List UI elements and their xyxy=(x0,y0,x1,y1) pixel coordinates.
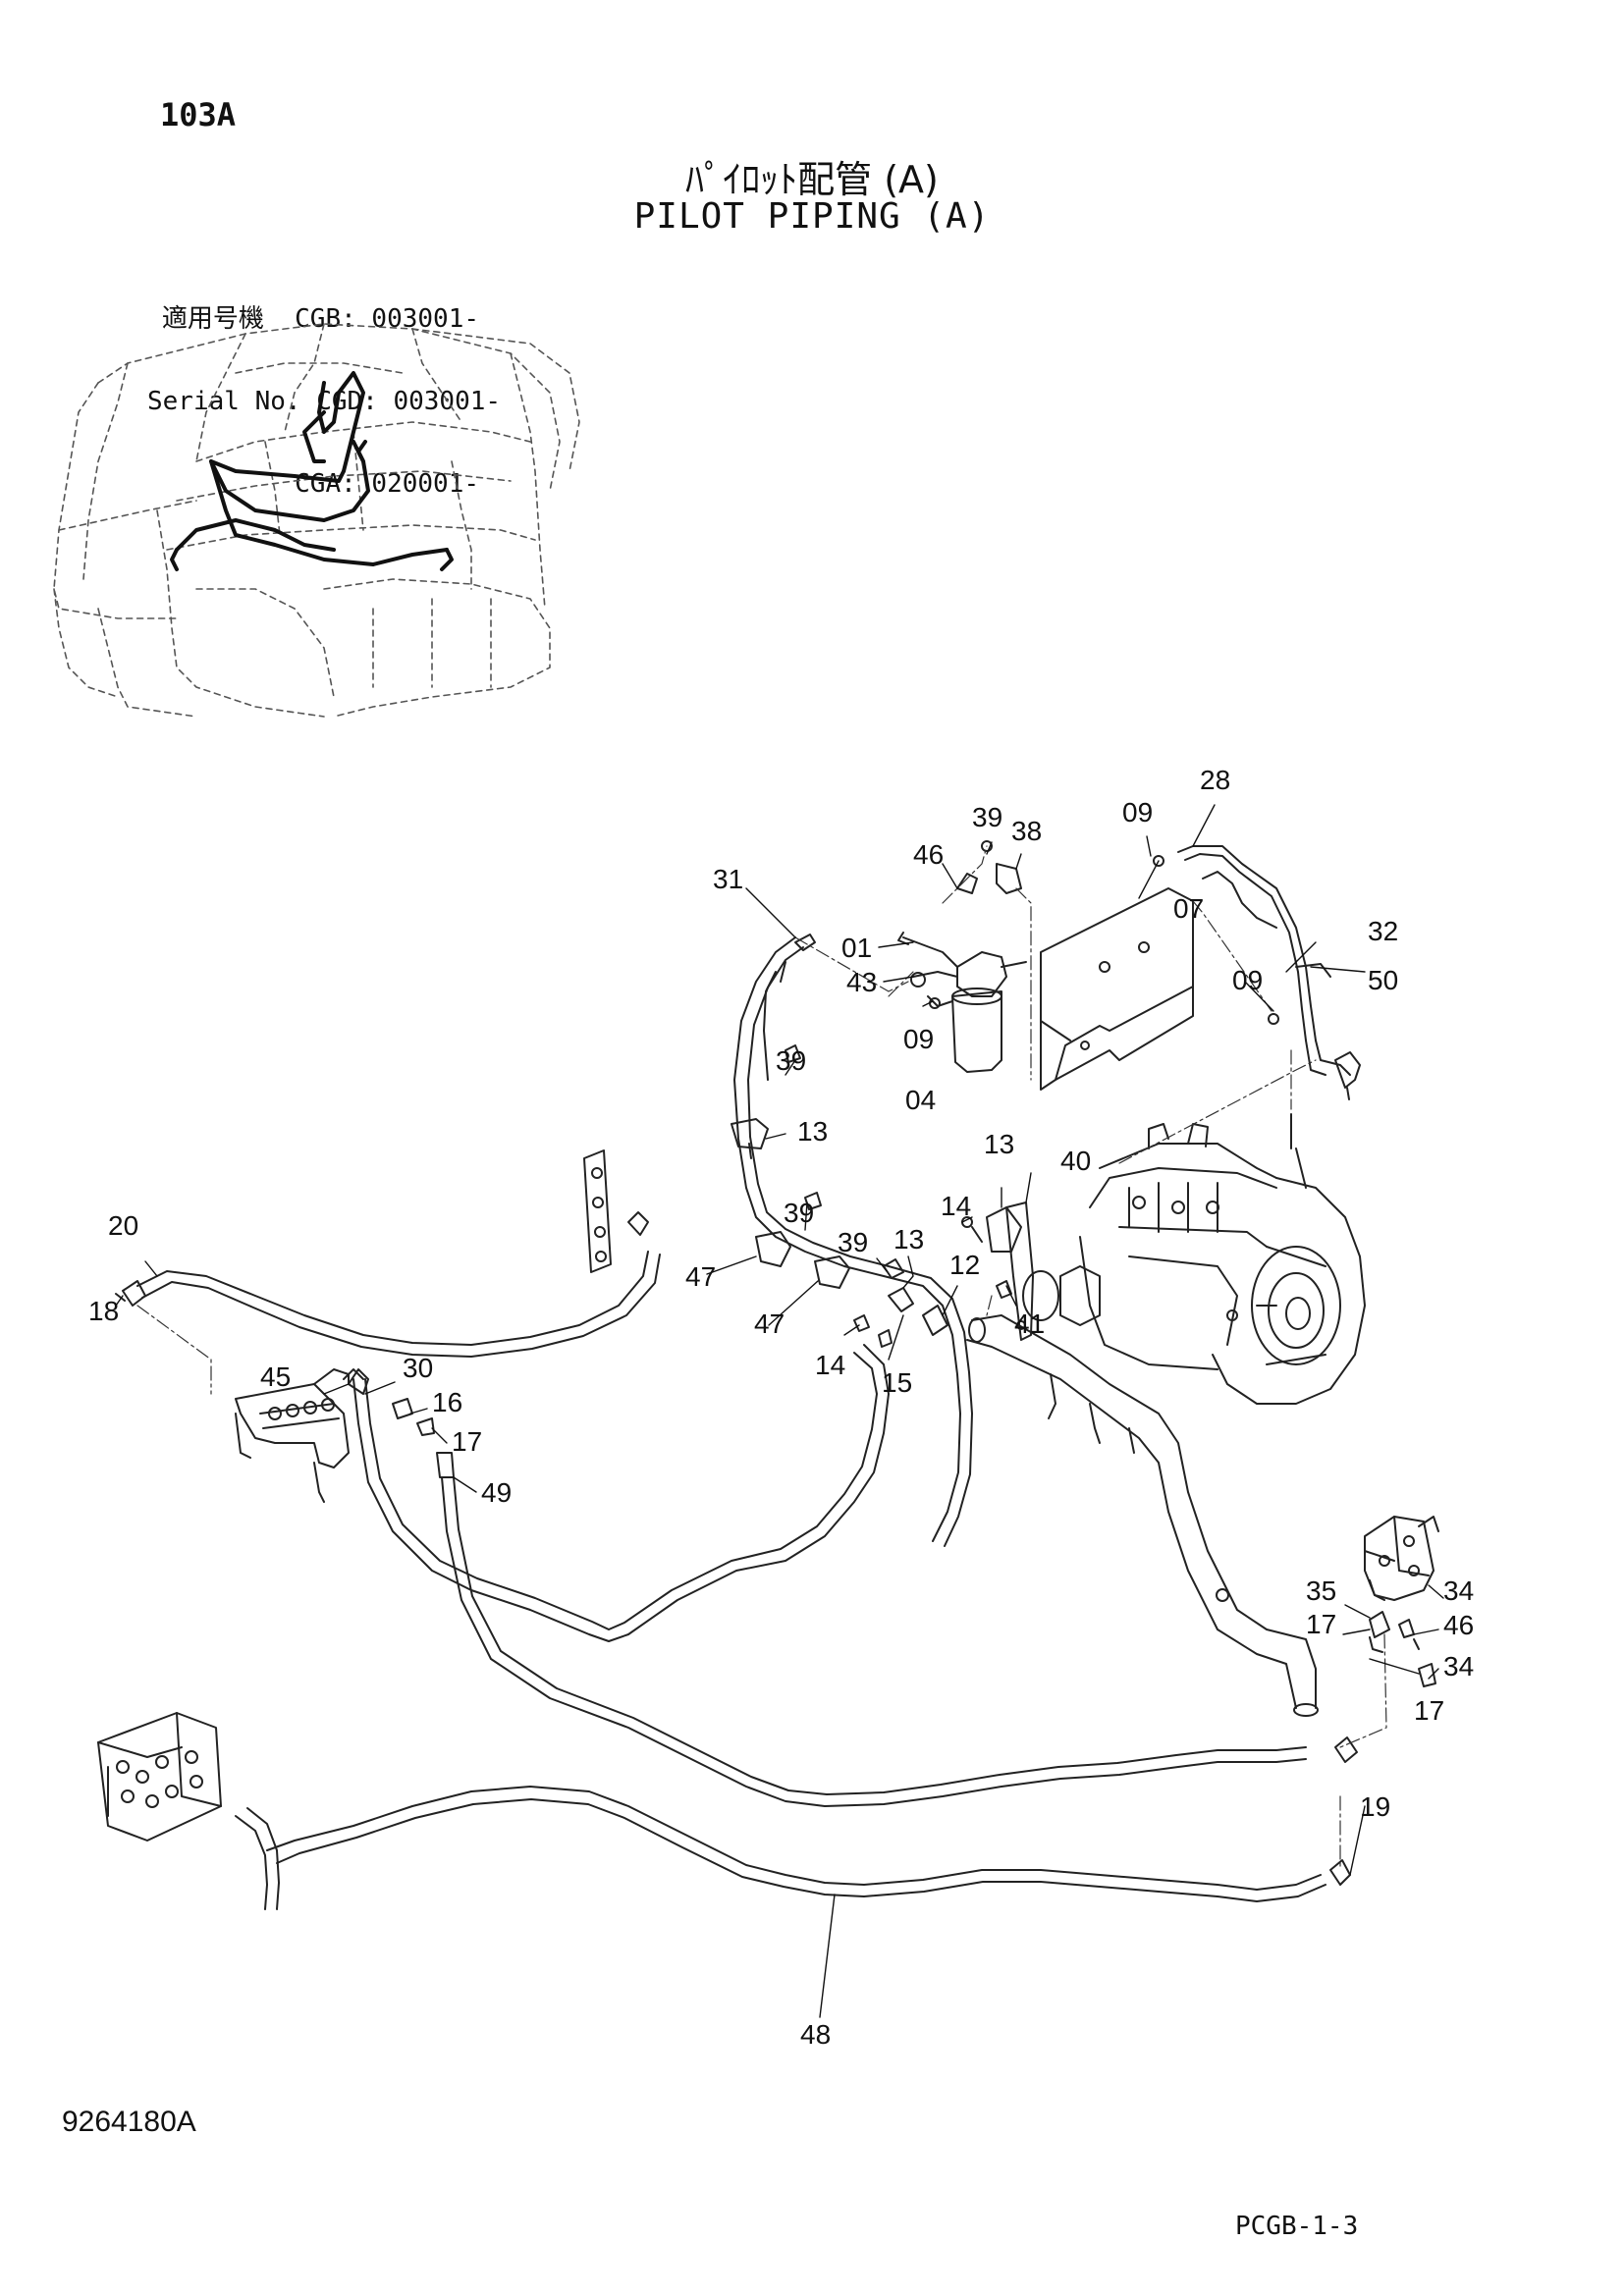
callout-43: 43 xyxy=(846,967,877,997)
callout-labels: 28 09 39 38 46 31 07 32 01 50 43 09 09 0… xyxy=(88,765,1474,2050)
callout-39: 39 xyxy=(838,1227,868,1257)
callout-13: 13 xyxy=(893,1224,924,1255)
callout-35: 34 xyxy=(1443,1575,1474,1606)
callout-09: 09 xyxy=(1122,797,1153,828)
callout-17: 17 xyxy=(452,1426,482,1457)
machine-overview-pilot-hoses xyxy=(170,371,454,571)
callout-39: 39 xyxy=(776,1045,806,1076)
callout-47: 47 xyxy=(754,1308,785,1339)
callout-45: 46 xyxy=(913,839,944,870)
pipe-guard xyxy=(966,1314,1319,1717)
callout-30: 30 xyxy=(403,1353,433,1383)
serial-entry: CGB: 003001- xyxy=(295,304,479,334)
pilot-valve-right xyxy=(1364,1516,1439,1601)
hose-32 xyxy=(1153,845,1361,1100)
callout-15: 15 xyxy=(882,1367,912,1398)
callout-40: 40 xyxy=(1060,1146,1091,1176)
fittings xyxy=(348,1044,1436,1886)
callout-34: 34 xyxy=(1443,1651,1474,1682)
callout-13: 13 xyxy=(984,1129,1014,1159)
callout-47: 47 xyxy=(685,1261,716,1292)
callout-36: 35 xyxy=(1306,1575,1336,1606)
hose-49 xyxy=(436,1452,1307,1807)
callout-19: 19 xyxy=(1360,1791,1390,1822)
callout-28: 28 xyxy=(1200,765,1230,795)
callout-31: 31 xyxy=(713,864,743,894)
bracket-plate-left xyxy=(583,1149,649,1273)
title-japanese: ﾊﾟｲﾛｯﾄ配管 (A) xyxy=(685,158,939,201)
callout-09: 09 xyxy=(903,1024,934,1054)
callout-07: 07 xyxy=(1173,893,1204,924)
callout-41: 41 xyxy=(1014,1308,1045,1339)
callout-39: 39 xyxy=(784,1198,814,1228)
sheet-code: PCGB-1-3 xyxy=(1235,2212,1359,2241)
callout-01: 01 xyxy=(841,933,872,963)
hose-20 xyxy=(115,1251,661,1358)
callout-20: 20 xyxy=(108,1210,138,1241)
callout-48: 48 xyxy=(800,2019,831,2050)
mounting-bracket xyxy=(1040,887,1194,1091)
assembly-guide-lines xyxy=(136,845,1387,1871)
callout-17: 17 xyxy=(1306,1609,1336,1639)
callout-16: 16 xyxy=(432,1387,462,1417)
callout-46: 46 xyxy=(1443,1610,1474,1640)
page-code: 103A xyxy=(160,96,237,133)
callout-38: 38 xyxy=(1011,816,1042,846)
title-english: PILOT PIPING (A) xyxy=(633,196,991,237)
callout-leaders xyxy=(115,804,1444,2018)
serial-number-block: 適用号機 CGB: 003001- Serial No. CGD: 003001… xyxy=(147,250,501,525)
callout-14: 14 xyxy=(815,1350,845,1380)
callout-17: 17 xyxy=(1414,1695,1444,1726)
callout-09: 09 xyxy=(1232,965,1263,995)
callout-32: 32 xyxy=(1368,916,1398,946)
hose-48 xyxy=(235,1786,1326,1910)
callout-18: 18 xyxy=(88,1296,119,1326)
clamps xyxy=(731,1118,1022,1289)
serial-label-jp: 適用号機 xyxy=(161,304,264,334)
drawing-number: 9264180A xyxy=(62,2106,196,2138)
control-valve-left xyxy=(97,1712,222,1842)
callout-12: 12 xyxy=(949,1250,980,1280)
hydraulic-pump xyxy=(1022,1113,1366,1405)
callout-13: 13 xyxy=(797,1116,828,1147)
callout-49: 49 xyxy=(481,1477,512,1508)
hose-30 xyxy=(352,1344,890,1642)
callout-14: 14 xyxy=(941,1191,971,1221)
callout-50: 50 xyxy=(1368,965,1398,995)
pilot-filter-assembly xyxy=(897,840,1027,1073)
serial-label-en: Serial No. xyxy=(147,387,301,416)
serial-entry: CGA: 020001- xyxy=(295,469,479,499)
callout-44: 45 xyxy=(260,1362,291,1392)
callout-39: 39 xyxy=(972,802,1002,832)
callout-04: 04 xyxy=(905,1085,936,1115)
manifold-bracket xyxy=(235,1368,364,1503)
